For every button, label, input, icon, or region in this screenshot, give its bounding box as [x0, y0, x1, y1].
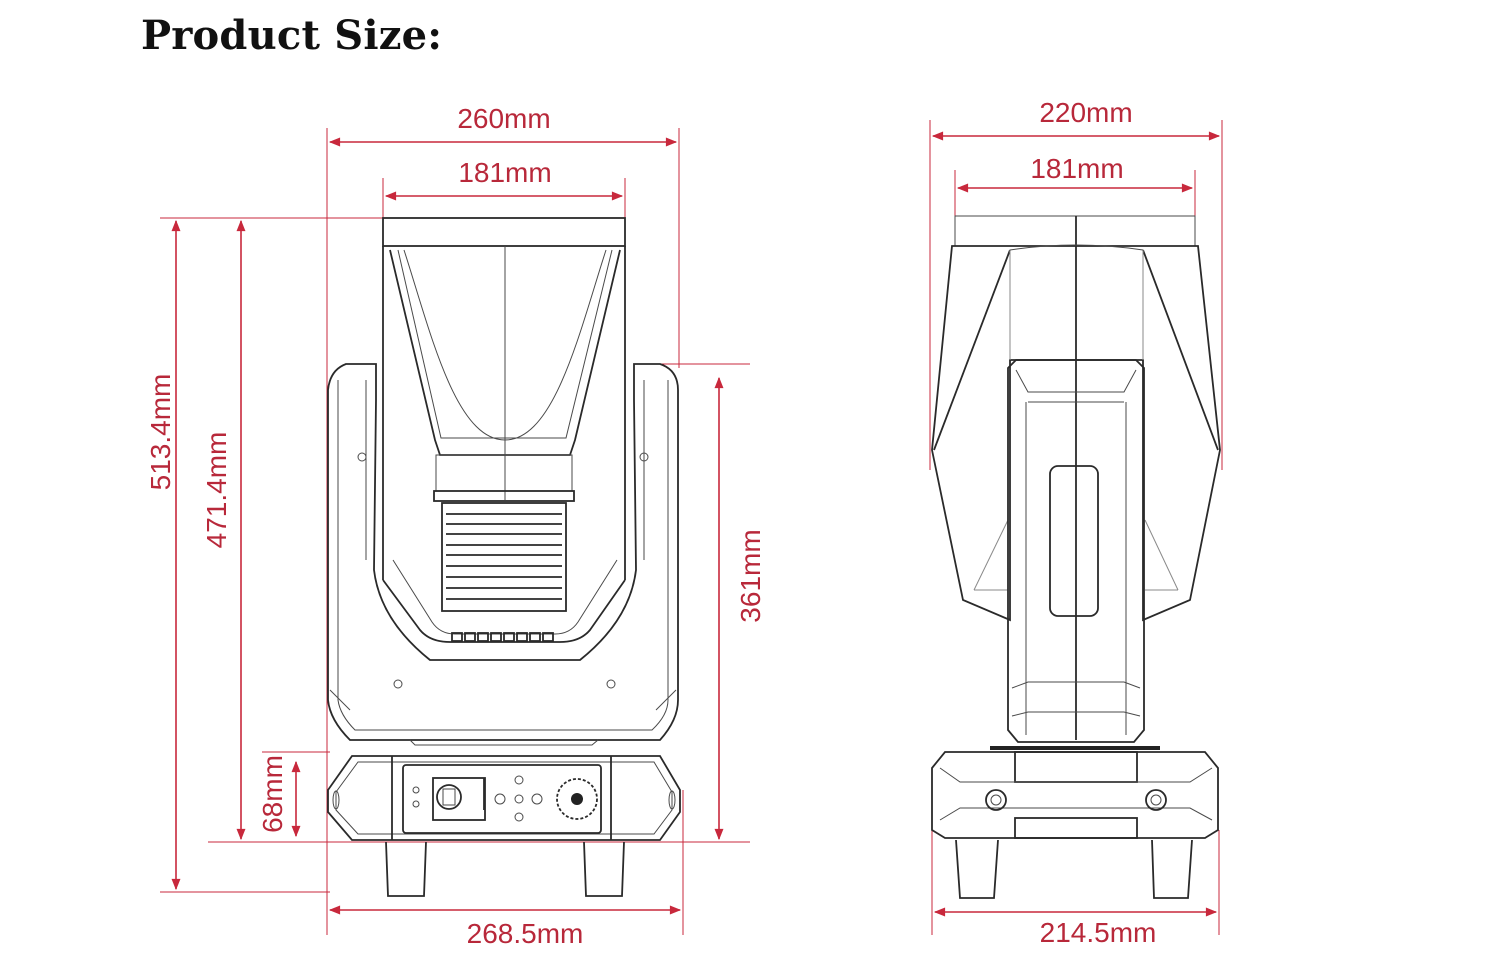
front-head — [382, 217, 626, 643]
dim-side-base-width: 214.5mm — [1040, 917, 1157, 948]
dim-side-head-width: 181mm — [1030, 153, 1123, 184]
page-title: Product Size: — [141, 12, 443, 59]
vent-grille — [446, 513, 562, 600]
front-yoke — [327, 363, 679, 746]
dim-front-yoke-height: 361mm — [735, 529, 766, 622]
dim-side-overall-width: 220mm — [1039, 97, 1132, 128]
control-panel — [412, 775, 598, 822]
front-view: 260mm 181mm 513.4mm 471.4mm 68mm 361mm 2… — [145, 103, 766, 949]
dim-front-overall-height: 513.4mm — [145, 374, 176, 491]
side-view: 220mm 181mm 214.5mm — [929, 97, 1223, 948]
side-yoke — [1007, 359, 1145, 743]
dim-front-head-width: 181mm — [458, 157, 551, 188]
side-head — [931, 215, 1221, 740]
dim-front-height-without-feet: 471.4mm — [201, 432, 232, 549]
display-buttons — [451, 632, 554, 642]
front-base — [327, 755, 681, 897]
dim-front-base-height: 68mm — [257, 755, 288, 833]
dim-front-overall-width: 260mm — [457, 103, 550, 134]
dim-front-base-width: 268.5mm — [467, 918, 584, 949]
side-base — [931, 746, 1219, 899]
